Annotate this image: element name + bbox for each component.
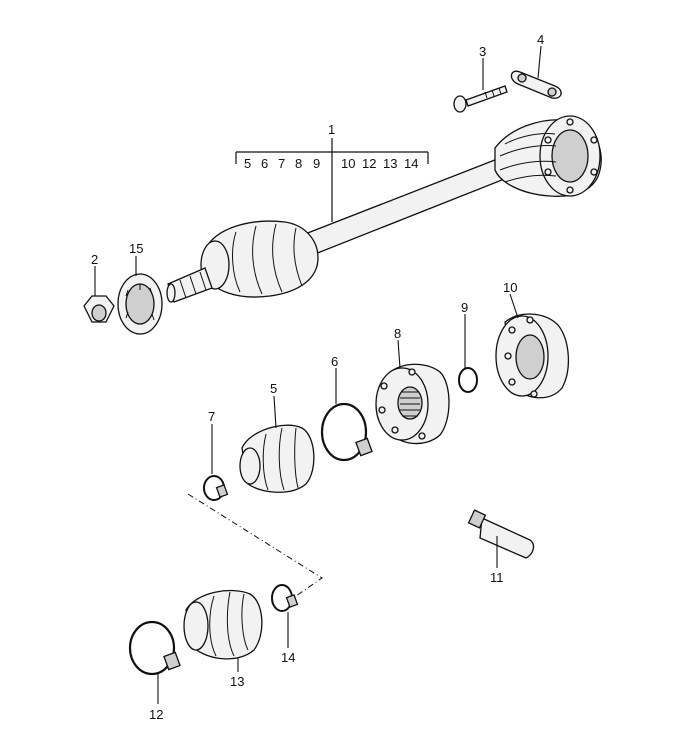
hex-nut xyxy=(83,266,115,323)
callout-1: 1 xyxy=(328,122,335,137)
callout-9: 9 xyxy=(461,300,468,315)
bracket-item-12: 12 xyxy=(362,156,376,171)
callout-11: 11 xyxy=(490,570,504,585)
lock-plate xyxy=(510,45,562,99)
bracket-item-7: 7 xyxy=(278,156,285,171)
bracket-item-5: 5 xyxy=(244,156,251,171)
bracket-item-8: 8 xyxy=(295,156,302,171)
assembly-bracket xyxy=(235,138,429,222)
grease-tube xyxy=(467,509,535,568)
outer-joint-right xyxy=(494,115,602,197)
callout-2: 2 xyxy=(91,252,98,267)
lock-washer xyxy=(117,256,163,335)
rubber-boot-inner xyxy=(239,395,315,493)
hose-clamp-large xyxy=(320,368,373,462)
callout-3: 3 xyxy=(479,44,486,59)
callout-10: 10 xyxy=(503,280,517,295)
circlip xyxy=(458,314,478,393)
inner-joint xyxy=(375,339,450,445)
callout-13: 13 xyxy=(230,674,244,689)
bracket-item-9: 9 xyxy=(313,156,320,171)
drive-shaft-assembly xyxy=(166,115,602,303)
rubber-boot-outer xyxy=(183,589,263,672)
callout-8: 8 xyxy=(394,326,401,341)
bracket-item-13: 13 xyxy=(383,156,397,171)
bracket-item-14: 14 xyxy=(404,156,418,171)
callout-15: 15 xyxy=(129,241,143,256)
callout-5: 5 xyxy=(270,381,277,396)
relation-line xyxy=(187,493,323,597)
hose-clamp-small-outer xyxy=(271,584,299,648)
socket-bolt xyxy=(453,58,508,113)
callout-7: 7 xyxy=(208,409,215,424)
bracket-item-6: 6 xyxy=(261,156,268,171)
callout-12: 12 xyxy=(149,707,163,722)
outer-joint-left xyxy=(166,220,319,303)
bracket-item-10: 10 xyxy=(341,156,355,171)
callout-14: 14 xyxy=(281,650,295,665)
hose-clamp-small xyxy=(203,424,229,501)
callout-6: 6 xyxy=(331,354,338,369)
cv-joint-housing xyxy=(495,293,570,399)
hose-clamp-large-outer xyxy=(128,620,181,704)
callout-4: 4 xyxy=(537,32,544,47)
